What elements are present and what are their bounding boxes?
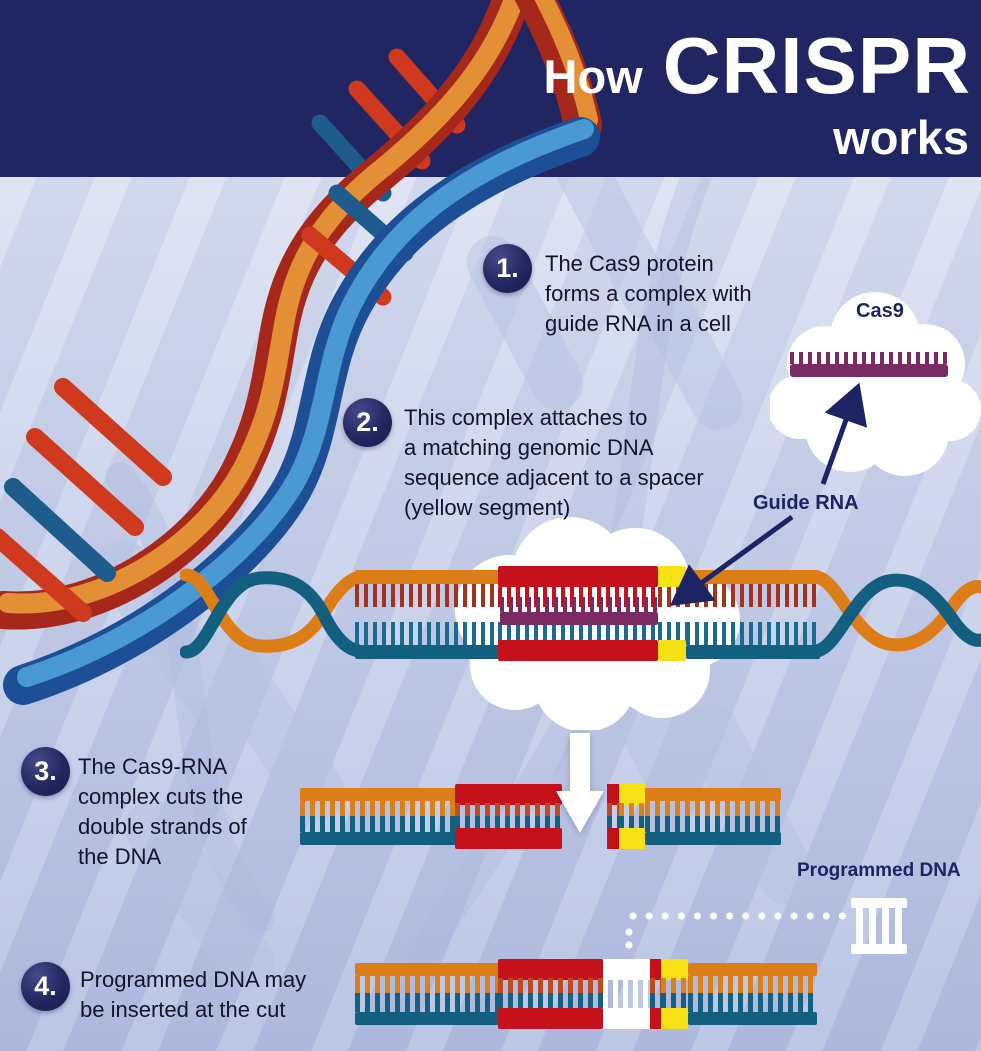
dna-target-segment-red	[455, 784, 562, 849]
dna-segment	[645, 788, 781, 845]
step-2-line: a matching genomic DNA	[404, 435, 654, 460]
step-2-number: 2.	[356, 407, 379, 437]
step-3-line: complex cuts the	[78, 784, 244, 809]
step-4-badge: 4.	[21, 962, 70, 1011]
step-1-line: guide RNA in a cell	[545, 311, 731, 336]
programmed-dna-icon	[851, 898, 907, 954]
step-3-number: 3.	[34, 756, 57, 786]
genomic-dna-step2	[355, 563, 820, 661]
dna-spacer-segment-yellow	[619, 784, 645, 849]
dna-segment	[355, 563, 500, 660]
step-3-line: double strands of	[78, 814, 247, 839]
step-1-line: forms a complex with	[545, 281, 752, 306]
cut-arrow-icon	[556, 733, 604, 835]
step-3-line: the DNA	[78, 844, 162, 869]
decorative-dna-helix	[0, 0, 602, 705]
step-4-number: 4.	[34, 971, 57, 1001]
title-suffix: works	[833, 111, 969, 164]
step-2-badge: 2.	[343, 398, 392, 447]
step-4-line: Programmed DNA may	[80, 967, 307, 992]
genomic-dna-helix-left	[180, 568, 360, 659]
dna-spacer-segment-yellow	[658, 563, 686, 661]
step-2-text: This complex attaches to a matching geno…	[404, 403, 704, 523]
dna-spacer-segment-yellow	[661, 959, 688, 1029]
step-1-badge: 1.	[483, 244, 532, 293]
step-3-text: The Cas9-RNA complex cuts the double str…	[78, 752, 247, 872]
step-2-line: sequence adjacent to a spacer	[404, 465, 704, 490]
guide-rna-icon	[790, 352, 948, 378]
step-3-badge: 3.	[21, 747, 70, 796]
cut-dna-step3	[300, 784, 781, 849]
cas9-label: Cas9	[856, 300, 904, 322]
dna-target-segment-red	[607, 784, 619, 849]
title-prefix: How	[543, 50, 643, 103]
dna-segment	[300, 788, 457, 845]
step-1-text: The Cas9 protein forms a complex with gu…	[545, 249, 752, 339]
step-3-line: The Cas9-RNA	[78, 754, 228, 779]
dna-target-segment-red	[498, 959, 603, 1029]
genomic-dna-helix-right	[816, 570, 981, 658]
page-title: How CRISPR works	[543, 21, 971, 164]
step-2-line: This complex attaches to	[404, 405, 648, 430]
inserted-programmed-dna-segment	[603, 959, 650, 1029]
step-2-line: (yellow segment)	[404, 495, 571, 520]
dna-segment	[688, 963, 817, 1025]
step-1-number: 1.	[496, 253, 519, 283]
guide-rna-label: Guide RNA	[753, 492, 859, 514]
step-4-line: be inserted at the cut	[80, 997, 286, 1022]
title-main: CRISPR	[662, 21, 971, 110]
dna-segment	[355, 963, 500, 1025]
dna-target-segment-red	[650, 959, 661, 1029]
repaired-dna-step4	[355, 959, 817, 1029]
step-1-line: The Cas9 protein	[545, 251, 714, 276]
programmed-dna-label: Programmed DNA	[797, 860, 961, 881]
guide-rna-bound-icon	[500, 563, 658, 660]
dna-segment	[686, 563, 820, 660]
step-4-text: Programmed DNA may be inserted at the cu…	[80, 965, 306, 1025]
